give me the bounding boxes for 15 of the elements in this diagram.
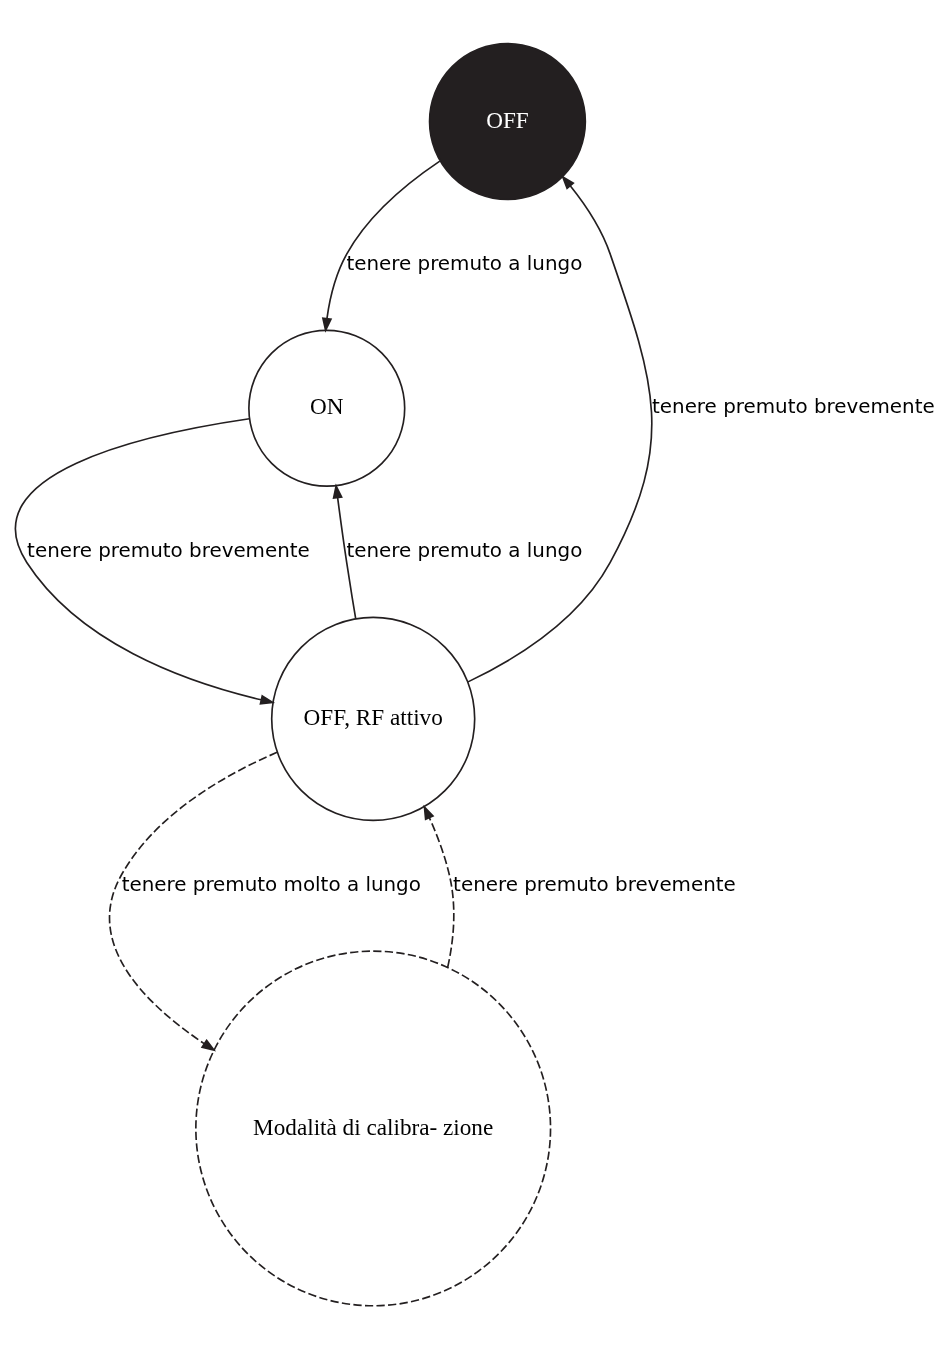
edge-label: tenere premuto molto a lungo [121,872,421,896]
node-circle: OFF [428,42,587,200]
edge-label: tenere premuto brevemente [652,394,935,418]
arrow [423,804,455,968]
edge-label: tenere premuto a lungo [346,538,583,562]
arrow [15,417,276,705]
arrow [467,174,653,683]
edge-label: tenere premuto brevemente [453,872,736,896]
node-circle: ON [248,329,406,487]
arrow [332,483,357,619]
edge-label: tenere premuto a lungo [346,251,583,275]
arrow [108,751,278,1051]
node-circle: Modalità di calibra- zione [195,949,552,1307]
edge-label: tenere premuto brevemente [27,538,310,562]
arrow [321,159,441,333]
